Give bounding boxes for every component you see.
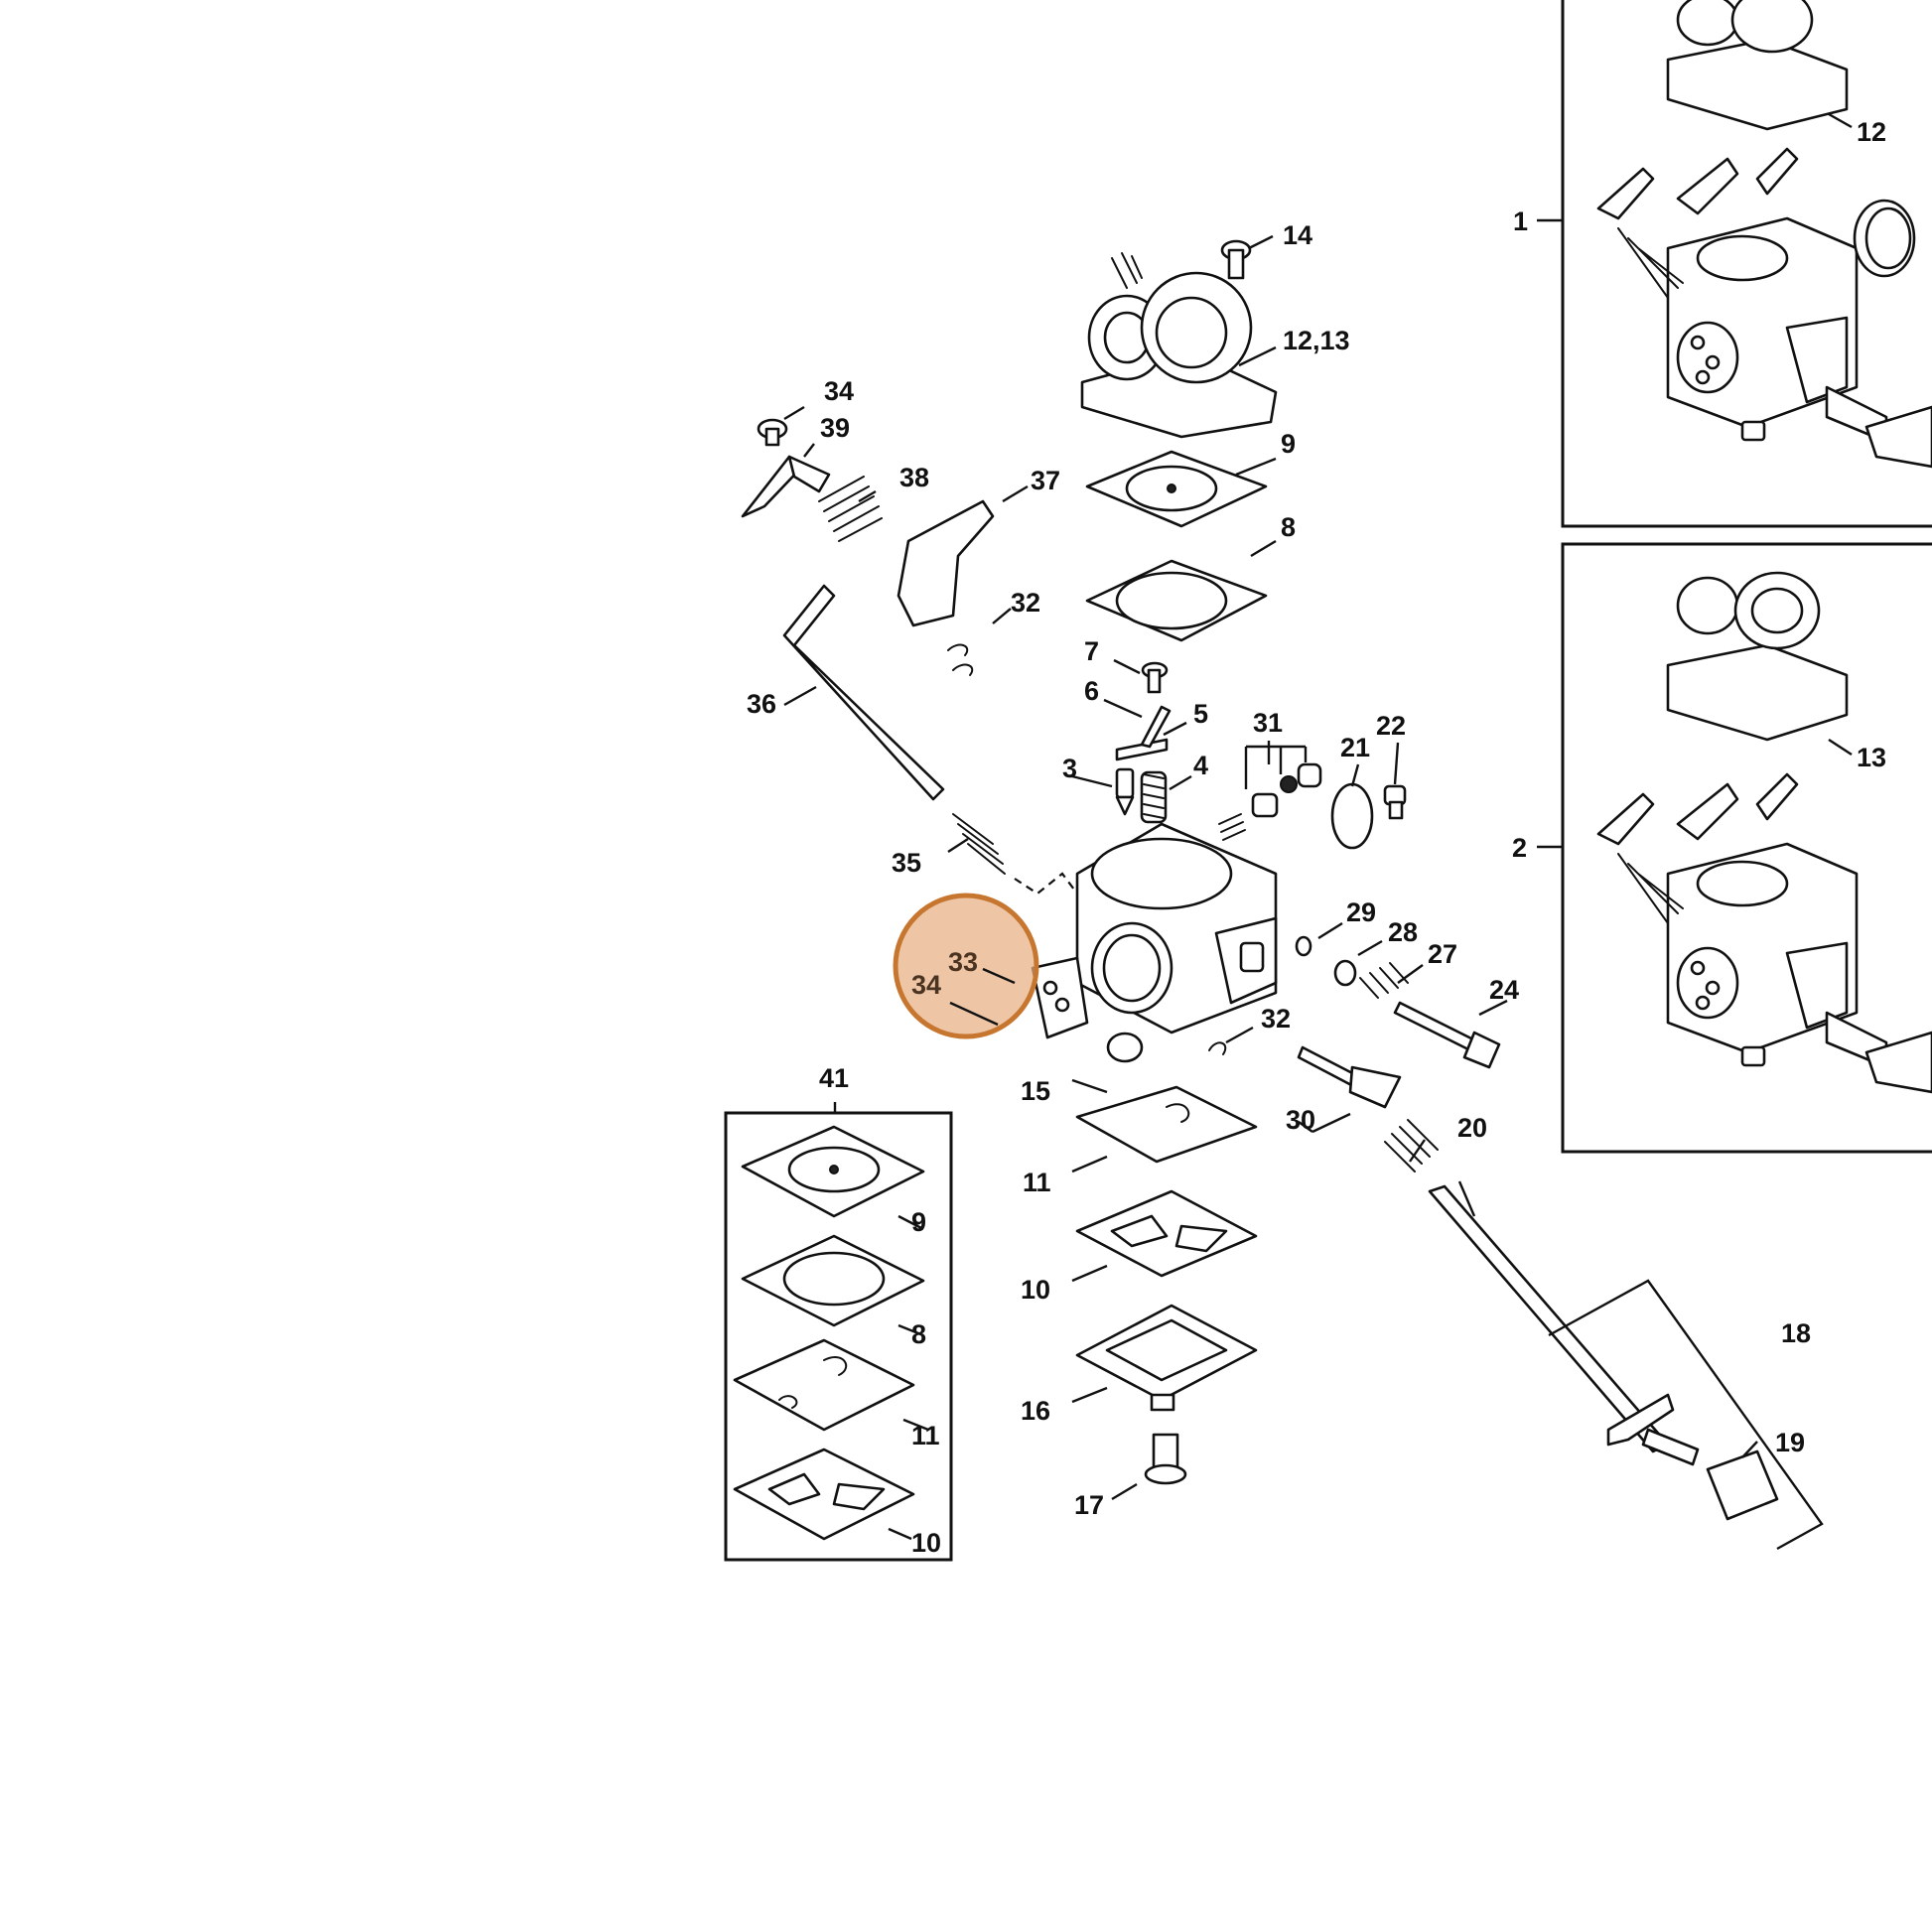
label-6: 6 <box>1084 676 1099 706</box>
lever-39 <box>741 455 831 518</box>
adjusting-screw-24 <box>1393 1001 1501 1069</box>
label-1: 1 <box>1513 207 1528 236</box>
needle-30 <box>1297 1045 1402 1109</box>
callout-labels: 1 2 12 13 14 12,13 9 8 7 6 5 3 4 31 21 2… <box>747 117 1886 1558</box>
label-3: 3 <box>1062 754 1077 783</box>
label-18: 18 <box>1781 1318 1811 1348</box>
label-34-top: 34 <box>824 376 854 406</box>
screw-14 <box>1220 239 1252 280</box>
label-21: 21 <box>1340 733 1370 762</box>
kit-frame-41 <box>724 1111 953 1562</box>
label-28: 28 <box>1388 917 1418 947</box>
sleeve-19 <box>1706 1449 1779 1521</box>
shaft-36 <box>782 584 945 801</box>
label-27: 27 <box>1428 939 1457 969</box>
gasket-11-center <box>1075 1085 1258 1164</box>
label-29: 29 <box>1346 897 1376 927</box>
cover-16 <box>1075 1304 1258 1412</box>
label-9-center: 9 <box>1281 429 1296 459</box>
label-32-upper: 32 <box>1011 588 1040 618</box>
label-31: 31 <box>1253 708 1283 738</box>
spring-27 <box>1359 962 1409 999</box>
label-4: 4 <box>1193 751 1208 780</box>
leader-lines <box>783 112 1853 1551</box>
label-20: 20 <box>1457 1113 1487 1143</box>
screen-15 <box>1106 1032 1144 1063</box>
label-8-center: 8 <box>1281 512 1296 542</box>
screw-22 <box>1383 784 1407 820</box>
label-7: 7 <box>1084 636 1099 666</box>
label-32-lower: 32 <box>1261 1004 1291 1034</box>
lever-37 <box>897 499 995 627</box>
label-11-kit: 11 <box>911 1421 940 1450</box>
screw-7 <box>1141 661 1169 694</box>
diaphragm-9 <box>1085 450 1268 528</box>
disc-21 <box>1330 782 1374 850</box>
label-39: 39 <box>820 413 850 443</box>
throttle-shaft-18 <box>1384 1119 1700 1466</box>
label-10-center: 10 <box>1021 1275 1050 1305</box>
label-5: 5 <box>1193 699 1208 729</box>
screw-34-top <box>757 418 788 447</box>
clip-32-lower <box>1208 1041 1227 1055</box>
inlet-lever-5 <box>1115 705 1172 761</box>
pump-cover-12-13 <box>1080 252 1278 439</box>
check-valve-31 <box>1218 762 1322 841</box>
label-16: 16 <box>1021 1396 1050 1426</box>
label-14: 14 <box>1283 220 1312 250</box>
label-2: 2 <box>1512 833 1527 863</box>
label-19: 19 <box>1775 1428 1805 1457</box>
label-15: 15 <box>1021 1076 1050 1106</box>
highlight-circle[interactable] <box>893 893 1039 1039</box>
label-34-highlighted: 34 <box>911 970 941 1000</box>
label-33: 33 <box>948 947 978 977</box>
label-12-13: 12,13 <box>1283 326 1350 355</box>
label-41: 41 <box>819 1063 849 1093</box>
label-12: 12 <box>1857 117 1886 147</box>
assembly-frame-2 <box>1561 542 1932 1154</box>
plate-33 <box>1031 956 1089 1039</box>
label-30: 30 <box>1286 1105 1315 1135</box>
linkage-dashed-line <box>1014 872 1078 896</box>
gasket-8 <box>1085 559 1268 642</box>
label-36: 36 <box>747 689 776 719</box>
label-37: 37 <box>1031 466 1060 495</box>
label-10-kit: 10 <box>911 1528 941 1558</box>
o-ring-29 <box>1295 935 1312 957</box>
label-11-center: 11 <box>1023 1168 1051 1197</box>
screw-17 <box>1144 1433 1187 1485</box>
label-8-kit: 8 <box>911 1319 926 1349</box>
label-22: 22 <box>1376 711 1406 741</box>
inlet-needle-3 <box>1115 767 1135 816</box>
clip-32-upper <box>947 643 974 676</box>
spring-4 <box>1140 770 1168 824</box>
assembly-frame-1 <box>1561 0 1932 528</box>
label-35: 35 <box>892 848 921 878</box>
spring-35 <box>952 813 1006 875</box>
label-17: 17 <box>1074 1490 1104 1520</box>
label-13: 13 <box>1857 743 1886 772</box>
label-9-kit: 9 <box>911 1207 926 1237</box>
diaphragm-10-center <box>1075 1189 1258 1278</box>
washer-28 <box>1333 959 1357 987</box>
label-24: 24 <box>1489 975 1519 1005</box>
carburetor-body <box>1075 822 1278 1035</box>
label-38: 38 <box>899 463 929 492</box>
spring-38 <box>818 476 883 542</box>
